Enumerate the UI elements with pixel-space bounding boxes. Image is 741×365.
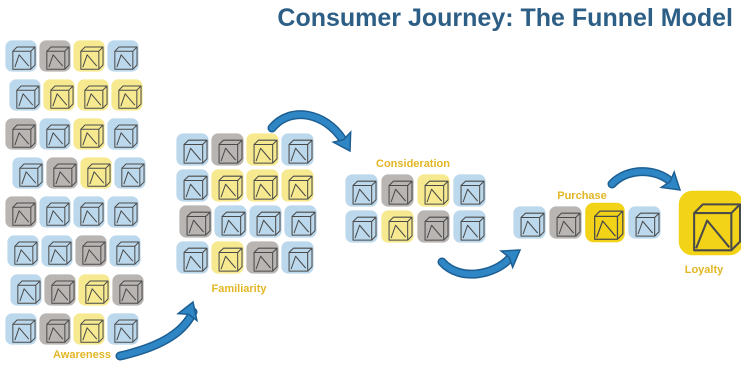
cube-blue (284, 205, 317, 238)
cube-blue (107, 313, 139, 345)
cube-blue (345, 210, 378, 243)
cube-blue (114, 157, 146, 189)
arrow-awareness-to-familiarity (115, 300, 199, 361)
cube-yellow (73, 40, 105, 72)
cube-blue (345, 174, 378, 207)
cube-blue (7, 235, 39, 267)
cube-blue (176, 169, 209, 202)
cube-blue (73, 196, 105, 228)
stage-purchase (513, 202, 661, 243)
cube-yellow (381, 210, 414, 243)
cube-yellow (73, 313, 105, 345)
cube-blue (109, 235, 141, 267)
stage-label-awareness: Awareness (53, 349, 111, 361)
stage-label-purchase: Purchase (557, 190, 607, 202)
cube-blue (214, 205, 247, 238)
cube-gray (46, 157, 78, 189)
cube-gray (417, 210, 450, 243)
stage-label-loyalty: Loyalty (685, 264, 724, 276)
cube-blue (281, 241, 314, 274)
cube-blue (41, 235, 73, 267)
cube-yellow (211, 241, 244, 274)
cube-yellow (281, 169, 314, 202)
cube-blue (12, 157, 44, 189)
cube-yellow (417, 174, 450, 207)
cube-blue (628, 206, 661, 239)
cube-blue (453, 210, 486, 243)
cube-yellow (78, 274, 110, 306)
cube-gray (112, 274, 144, 306)
arrow-layer (115, 110, 682, 361)
cube-yellow (246, 169, 279, 202)
cube-gold (678, 190, 741, 256)
arrow-familiarity-to-consideration (267, 110, 352, 153)
cube-gray (75, 235, 107, 267)
cube-blue (107, 40, 139, 72)
cube-yellow (73, 118, 105, 150)
cube-blue (5, 313, 37, 345)
cube-gold (585, 202, 625, 243)
cube-gray (549, 206, 582, 239)
cube-yellow (77, 79, 109, 111)
stage-loyalty (678, 190, 741, 256)
cube-yellow (111, 79, 143, 111)
cube-blue (176, 241, 209, 274)
label-layer: Awareness Familiarity ConsiderationPurchas… (53, 158, 724, 361)
cube-blue (513, 206, 546, 239)
cube-gray (5, 196, 37, 228)
cube-blue (176, 133, 209, 166)
cube-blue (39, 196, 71, 228)
cube-gray (39, 40, 71, 72)
cube-gray (5, 118, 37, 150)
cube-gray (179, 205, 212, 238)
cube-gray (39, 313, 71, 345)
cube-yellow (246, 133, 279, 166)
cube-yellow (211, 169, 244, 202)
cube-gray (246, 241, 279, 274)
cube-gray (381, 174, 414, 207)
cube-yellow (43, 79, 75, 111)
cube-layer (5, 40, 741, 345)
cube-gray (44, 274, 76, 306)
cube-blue (9, 79, 41, 111)
stage-familiarity (176, 133, 317, 274)
cube-blue (10, 274, 42, 306)
cube-blue (281, 133, 314, 166)
arrow-consideration-to-purchase (437, 249, 522, 279)
stage-label-familiarity: Familiarity (211, 283, 267, 295)
cube-blue (107, 196, 139, 228)
cube-blue (249, 205, 282, 238)
stage-label-consideration: Consideration (376, 158, 450, 170)
cube-yellow (80, 157, 112, 189)
cube-gray (211, 133, 244, 166)
stage-awareness (5, 40, 146, 345)
cube-blue (39, 118, 71, 150)
diagram-title: Consumer Journey: The Funnel Model (277, 4, 733, 32)
cube-blue (107, 118, 139, 150)
stage-consideration (345, 174, 486, 243)
cube-blue (5, 40, 37, 72)
arrow-purchase-to-loyalty (607, 167, 682, 191)
cube-blue (453, 174, 486, 207)
